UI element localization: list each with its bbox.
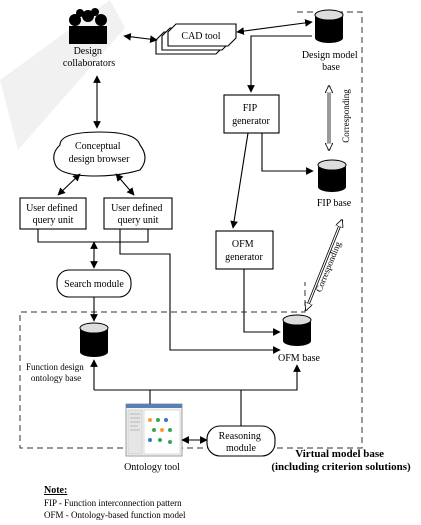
ofm-generator-box	[215, 230, 274, 270]
connector-lines	[37, 19, 314, 444]
design-model-base-label: Design model base	[302, 50, 360, 73]
ofm-generator-label: OFM generator	[225, 239, 263, 263]
corresponding-label-bottom: Corresponding	[314, 240, 343, 294]
conceptual-browser-label: Conceptual design browser	[69, 141, 130, 165]
ontology-tool-screenshot	[125, 403, 183, 457]
people-icon	[69, 8, 107, 44]
fip-generator-box	[223, 94, 280, 134]
fip-generator-label: FIP generator	[232, 103, 270, 127]
cad-tool-label: CAD tool	[181, 31, 220, 42]
query-unit-left-box	[19, 197, 87, 230]
note-line-fip: FIP - Function interconnection pattern	[44, 498, 182, 508]
function-design-base-cylinder	[79, 322, 109, 357]
design-collaborators-label: Design collaborators	[63, 46, 115, 69]
fip-base-label: FIP base	[317, 198, 352, 209]
cad-tool: CAD tool	[155, 23, 237, 55]
ofm-base-label: OFM base	[278, 353, 321, 364]
virtual-model-base-label: Virtual model base (including criterion …	[271, 448, 411, 473]
conceptual-browser-shape	[53, 131, 146, 177]
design-model-base-cylinder	[314, 9, 344, 43]
ontology-tool-label: Ontology tool	[124, 462, 180, 473]
ofm-base-cylinder	[282, 314, 312, 346]
fip-base-cylinder	[317, 159, 347, 192]
virtual-model-base-boundary	[19, 11, 363, 449]
function-design-base-label: Function design ontology base	[26, 362, 86, 383]
corresponding-label-top: Corresponding	[341, 89, 351, 143]
corresponding-arrows	[306, 86, 342, 310]
note-line-ofm: OFM - Ontology-based function model	[44, 510, 186, 520]
query-unit-right-box	[103, 197, 173, 230]
reasoning-module-label: Reasoning module	[219, 431, 264, 454]
note-title: Note:	[44, 485, 67, 496]
query-unit-left-label: User defined query unit	[26, 203, 80, 226]
query-unit-right-label: User defined query unit	[111, 203, 165, 226]
search-module-label: Search module	[64, 279, 124, 290]
